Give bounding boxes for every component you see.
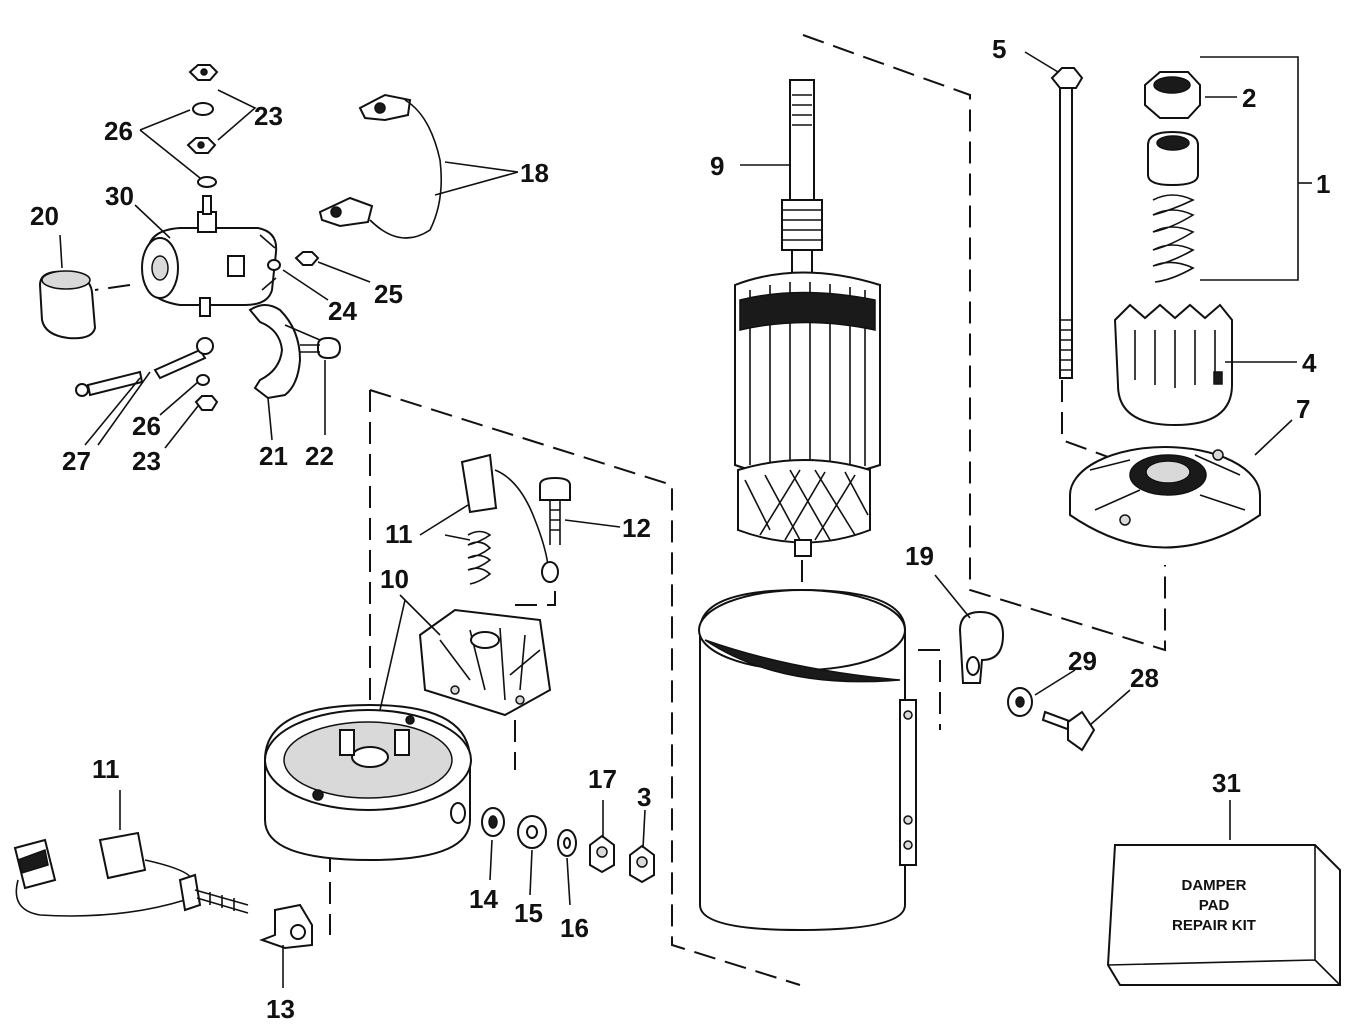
callout-labels: 1 2 3 4 5 7 9 10 11 11 12 13 14 15 16 17… [30, 34, 1330, 1024]
drive-parts [1050, 67, 1261, 549]
callout-7: 7 [1296, 394, 1310, 424]
callout-10: 10 [380, 564, 409, 594]
callout-24: 24 [328, 296, 357, 326]
callout-31: 31 [1212, 768, 1241, 798]
callout-3: 3 [637, 782, 651, 812]
callout-26-upper: 26 [104, 116, 133, 146]
bottom-hardware [481, 807, 655, 884]
callout-26-lower: 26 [132, 411, 161, 441]
callout-18: 18 [520, 158, 549, 188]
kit-line-1: DAMPER [1181, 877, 1246, 894]
callout-29: 29 [1068, 646, 1097, 676]
callout-23-upper: 23 [254, 101, 283, 131]
repair-kit-box [1106, 844, 1341, 986]
kit-line-2: PAD [1199, 897, 1230, 914]
callout-28: 28 [1130, 663, 1159, 693]
callout-25: 25 [374, 279, 403, 309]
solenoid-assembly [38, 64, 443, 411]
callout-4: 4 [1302, 348, 1317, 378]
callout-9: 9 [710, 151, 724, 181]
callout-21: 21 [259, 441, 288, 471]
callout-20: 20 [30, 201, 59, 231]
callout-2: 2 [1242, 83, 1256, 113]
brush-plate [418, 453, 571, 717]
callout-5: 5 [992, 34, 1006, 64]
callout-16: 16 [560, 913, 589, 943]
clamp-washer-screw [958, 610, 1096, 752]
kit-line-3: REPAIR KIT [1172, 917, 1256, 934]
callout-15: 15 [514, 898, 543, 928]
callout-27: 27 [62, 446, 91, 476]
repair-kit-text: DAMPER PAD REPAIR KIT [1172, 877, 1256, 934]
assembly-dashed-lines [94, 34, 1166, 986]
end-housing [264, 703, 472, 862]
callout-13: 13 [266, 994, 295, 1024]
callout-11-lower: 11 [92, 754, 120, 784]
lower-brushes [13, 831, 313, 950]
callout-14: 14 [469, 884, 498, 914]
callout-17: 17 [588, 764, 617, 794]
leader-lines [59, 51, 1312, 988]
callout-30: 30 [105, 181, 134, 211]
callout-1: 1 [1316, 169, 1330, 199]
motor-frame [698, 588, 917, 932]
callout-23-lower: 23 [132, 446, 161, 476]
callout-11-upper: 11 [385, 519, 413, 549]
callout-22: 22 [305, 441, 334, 471]
armature [734, 79, 881, 557]
callout-12: 12 [622, 513, 651, 543]
callout-19: 19 [905, 541, 934, 571]
